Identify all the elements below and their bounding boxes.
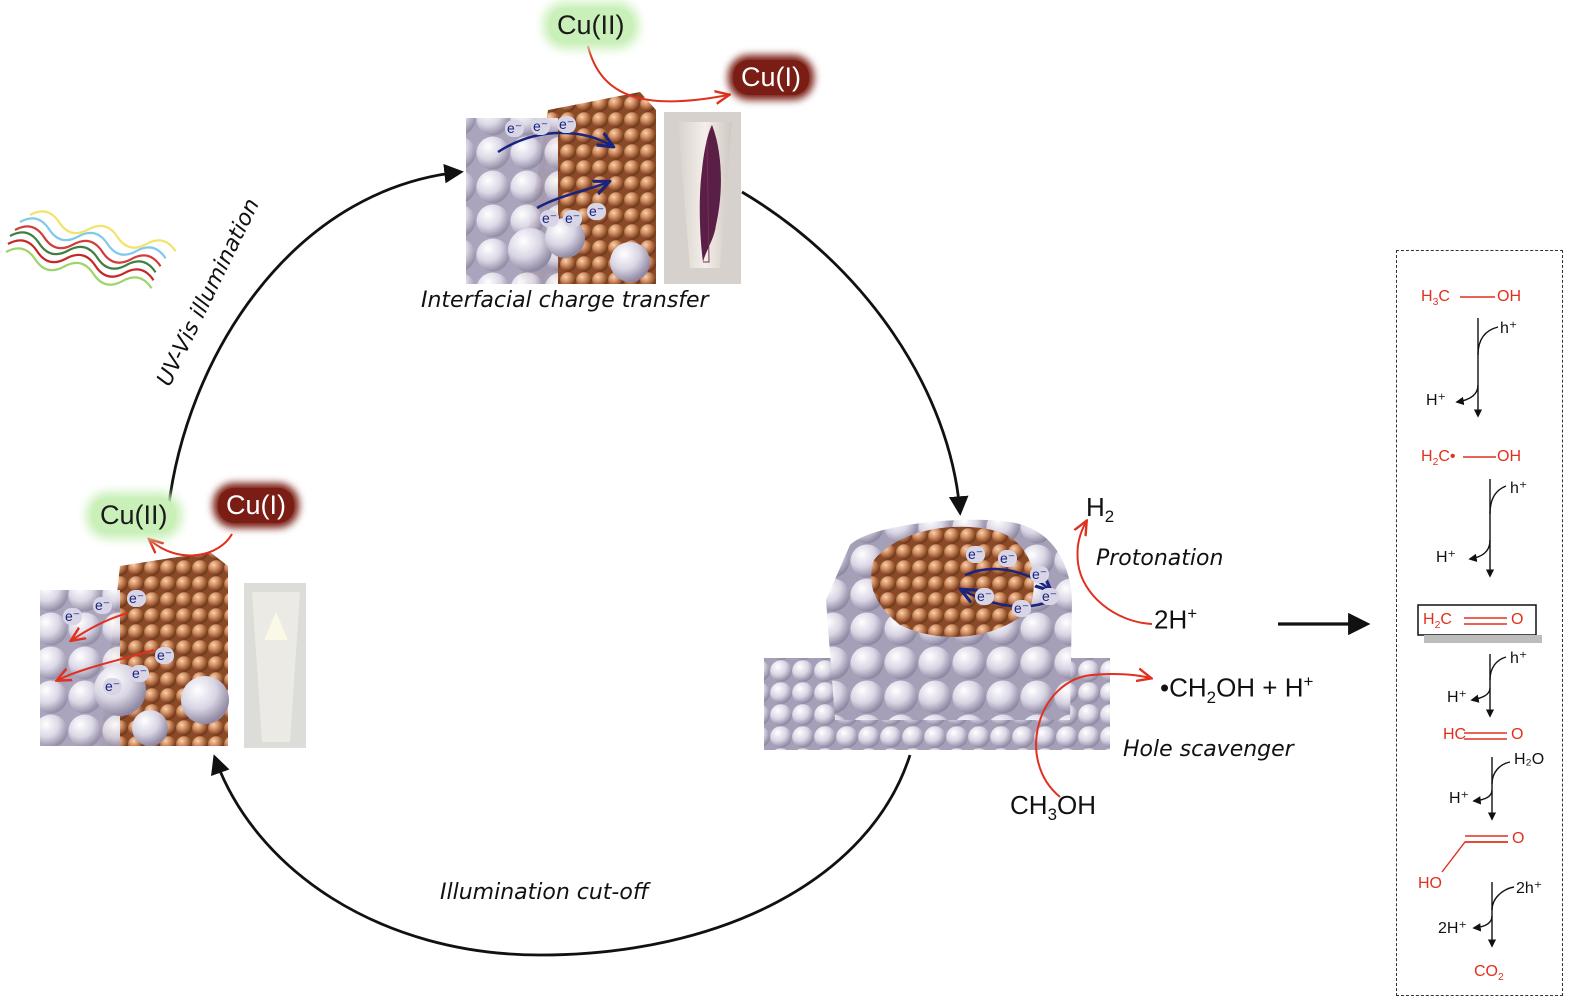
mech-hplus-1: h⁺ (1500, 320, 1518, 337)
two-hplus-label: 2H+ (1154, 604, 1198, 635)
electron-label: e⁻ (540, 210, 560, 227)
mech-step4-o: O (1511, 726, 1524, 743)
electron-label: e⁻ (587, 203, 607, 220)
mech-step5-ho: HO (1418, 875, 1442, 892)
mech-step1-h3c: H3C (1421, 288, 1450, 309)
light-waves-icon (5, 210, 177, 289)
mech-two-Hplus: 2H⁺ (1438, 920, 1467, 937)
top-tube-image (664, 112, 741, 284)
mech-step6-co2: CO2 (1474, 963, 1504, 984)
mech-step1-oh: OH (1497, 288, 1521, 305)
electron-label: e⁻ (975, 588, 995, 605)
ch2oh-label: •CH2OH + H+ (1160, 672, 1314, 707)
arrow-to-left (211, 754, 912, 957)
cu2-top-label: Cu(II) (549, 8, 633, 43)
left-nanoparticle-image (40, 552, 230, 746)
electron-label: e⁻ (966, 546, 986, 563)
mech-step3-h2c: H2C (1423, 611, 1452, 632)
top-nanoparticle-image (466, 92, 656, 285)
protonation-label: Protonation (1096, 546, 1224, 571)
mechanism-box (1396, 250, 1563, 996)
mech-Hplus-4: H⁺ (1449, 790, 1469, 807)
mechanism-steps-graphics (1417, 296, 1542, 948)
hole-scavenger-label: Hole scavenger (1123, 737, 1294, 762)
mech-hplus-2: h⁺ (1510, 480, 1528, 497)
electron-label: e⁻ (1040, 588, 1060, 605)
arrow-to-right (741, 190, 969, 516)
electron-label: e⁻ (127, 590, 147, 607)
cu1-top-label: Cu(I) (733, 60, 809, 95)
mech-Hplus-3: H⁺ (1447, 689, 1467, 706)
electron-label: e⁻ (1030, 566, 1050, 583)
cu1-left-label: Cu(I) (218, 488, 294, 523)
electron-label: e⁻ (103, 678, 123, 695)
left-tube-image (244, 583, 306, 748)
electron-label: e⁻ (531, 118, 551, 135)
electron-label: e⁻ (1012, 600, 1032, 617)
mech-two-hplus: 2h⁺ (1516, 880, 1543, 897)
mech-step2-h2c: H2C• (1421, 448, 1456, 469)
electron-label: e⁻ (998, 550, 1018, 567)
arrow-to-top (166, 163, 464, 513)
mech-step3-o: O (1511, 611, 1524, 628)
mech-step4-hc: HC (1443, 726, 1467, 743)
ch3oh-label: CH3OH (1010, 790, 1096, 825)
mech-hplus-3: h⁺ (1510, 650, 1528, 667)
mech-step2-oh: OH (1497, 448, 1521, 465)
electron-label: e⁻ (155, 647, 175, 664)
h2-label: H2 (1086, 492, 1115, 527)
electron-label: e⁻ (93, 597, 113, 614)
electron-label: e⁻ (557, 116, 577, 133)
cutoff-label: Illumination cut-off (440, 880, 649, 905)
electron-label: e⁻ (505, 120, 525, 137)
mech-Hplus-2: H⁺ (1436, 549, 1456, 566)
mech-Hplus-1: H⁺ (1426, 392, 1446, 409)
mech-step5-o: O (1512, 830, 1525, 847)
cu2-left-label: Cu(II) (92, 498, 176, 533)
electron-label: e⁻ (130, 665, 150, 682)
electron-label: e⁻ (563, 210, 583, 227)
electron-label: e⁻ (63, 608, 83, 625)
mech-h2o: H₂O (1514, 751, 1545, 768)
interfacial-label: Interfacial charge transfer (421, 288, 709, 313)
cycle-arrows (166, 163, 969, 957)
right-nanoparticle-image (764, 519, 1110, 750)
reaction-arrows (150, 45, 1152, 798)
